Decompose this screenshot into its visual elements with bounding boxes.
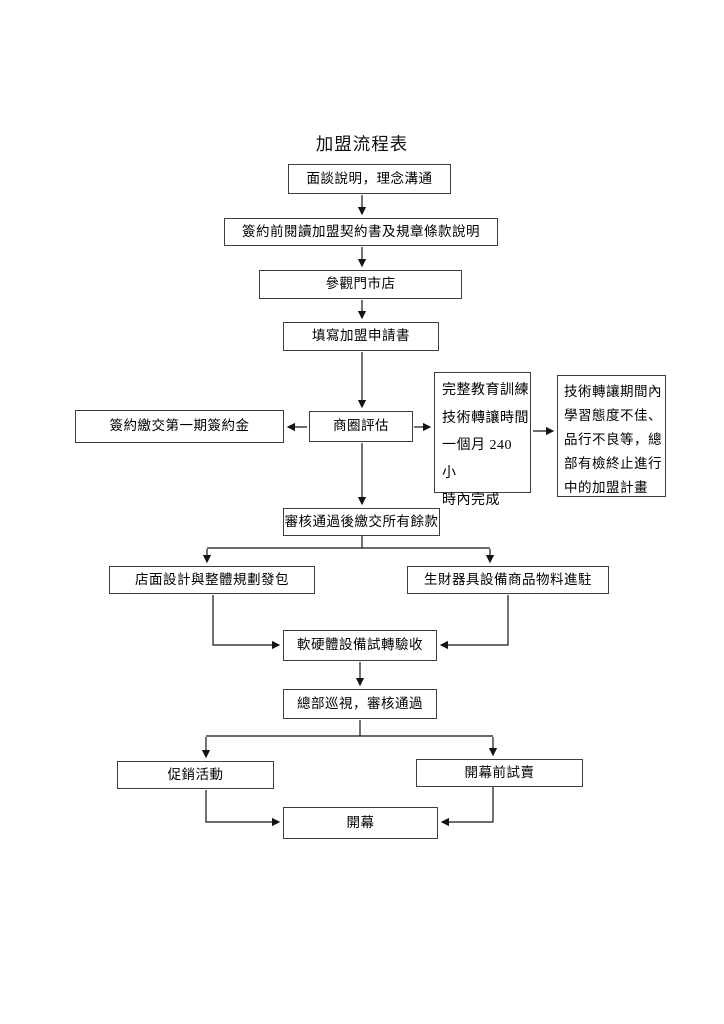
node-contract-reading: 簽約前閱讀加盟契約書及規章條款說明: [224, 218, 498, 246]
node-application-form: 填寫加盟申請書: [283, 322, 439, 351]
node-equipment-stocking: 生財器具設備商品物料進駐: [407, 566, 609, 594]
branch-inspection: [206, 720, 493, 737]
node-interview: 面談說明，理念溝通: [288, 164, 451, 194]
node-grand-opening: 開幕: [283, 807, 438, 839]
node-termination-note: 技術轉讓期間內 學習態度不佳、 品行不良等，總 部有檢終止進行 中的加盟計畫: [557, 375, 666, 497]
node-balance-payment: 審核通過後繳交所有餘款: [283, 508, 440, 536]
node-test-acceptance: 軟硬體設備試轉驗收: [283, 630, 437, 661]
node-promotion: 促銷活動: [117, 761, 274, 789]
node-training-note: 完整教育訓練 技術轉讓時間 一個月 240 小 時內完成: [434, 372, 531, 508]
node-first-payment: 簽約繳交第一期簽約金: [75, 410, 284, 443]
elbow-presale-to-opening: [440, 787, 494, 827]
elbow-promotion-to-opening: [205, 790, 281, 827]
node-store-design: 店面設計與整體規劃發包: [109, 566, 315, 594]
node-hq-inspection: 總部巡視，審核通過: [283, 689, 437, 719]
node-visit-store: 參觀門市店: [259, 270, 462, 299]
elbow-equipment-to-testrun: [439, 595, 509, 650]
page-title: 加盟流程表: [315, 133, 409, 154]
branch-balance: [207, 536, 490, 549]
node-pre-opening-sale: 開幕前試賣: [416, 759, 583, 787]
elbow-design-to-testrun: [212, 595, 281, 650]
node-market-evaluation: 商圈評估: [309, 411, 413, 442]
